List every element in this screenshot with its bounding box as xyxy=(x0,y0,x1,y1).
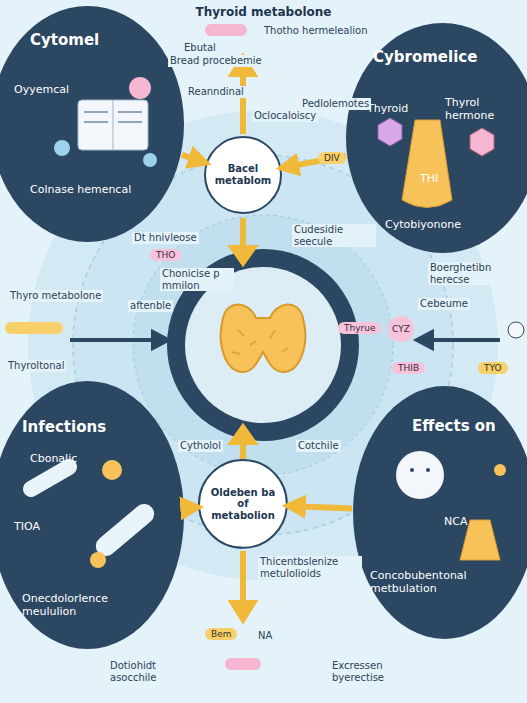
diagram-title: Thyroid metabolone xyxy=(0,5,527,19)
floating-label: Ebutal xyxy=(182,42,218,54)
floating-label: NA xyxy=(256,630,274,642)
blob-text: Concobubentonal metbulation xyxy=(370,569,520,595)
topic-blob: CybromeliceThyroid Thyrol hermoneTHI Cytob… xyxy=(345,22,527,254)
blob-heading: Infections xyxy=(22,418,106,436)
floating-label: aftenble xyxy=(128,300,173,312)
floating-label: Excressen byerectise xyxy=(330,660,438,683)
floating-label: Dotiohidt asocchile xyxy=(108,660,204,683)
blob-text: Thyrol hermone xyxy=(445,96,517,122)
topic-blob: InfectionsCbonalicTIOA Onecdolorlence meu… xyxy=(0,380,185,650)
floating-label: Cudesidie seecule xyxy=(292,224,376,247)
blob-text: Thyroid xyxy=(367,102,408,115)
circle-label: Bacel metablom xyxy=(211,163,275,186)
blob-heading: Cytomel xyxy=(30,31,99,49)
floating-label: Thotho hermelealion xyxy=(262,25,370,37)
tag-label: THO xyxy=(150,249,181,261)
tag-label: CYZ xyxy=(388,316,414,342)
floating-label: Dt hnivleose xyxy=(132,232,199,244)
blob-text: Oyyemcal xyxy=(14,83,69,96)
blob-text: Cytobiyonone xyxy=(385,218,461,231)
tag-label: Bem xyxy=(205,628,237,640)
floating-label: Thicentbslenize metulolioids xyxy=(258,556,362,579)
floating-label: Chonicise p mmilon xyxy=(160,268,234,291)
blob-heading: Effects on xyxy=(412,417,496,435)
flow-arrow xyxy=(288,506,352,509)
floating-label: Oclocaloiscy xyxy=(252,110,318,122)
blob-text: NCA xyxy=(444,515,467,528)
blob-text: Colnase hemencal xyxy=(30,183,140,196)
center-circle: Bacel metablom xyxy=(204,136,282,214)
blob-text: TIOA xyxy=(14,520,40,533)
topic-blob: Effects on NCA Concobubentonal metbulation xyxy=(352,385,527,640)
blob-text: Onecdolorlence meululion xyxy=(22,592,152,618)
floating-label: Thyro metabolone xyxy=(8,290,103,302)
floating-label: Bread procebemie xyxy=(168,55,264,67)
floating-label: Pedlolemotes xyxy=(300,98,371,110)
topic-blob: CytomelOyyemcalColnase hemencal xyxy=(0,5,185,243)
flow-arrow xyxy=(182,155,206,163)
floating-label: Thyroltonal xyxy=(6,360,66,372)
tag-label: THIB xyxy=(392,362,425,374)
flow-arrow xyxy=(185,504,198,511)
blob-text: THI xyxy=(420,172,438,185)
tag-label: TYO xyxy=(478,362,508,374)
tag-label: Thyrue xyxy=(338,322,381,334)
blob-heading: Cybromelice xyxy=(373,48,477,66)
floating-label: Cebeume xyxy=(418,298,470,310)
center-circle: Oldeben ba of metabolion xyxy=(198,459,288,549)
circle-label: Oldeben ba of metabolion xyxy=(207,487,279,522)
tag-label: DIV xyxy=(318,152,346,164)
floating-label: Reanndinal xyxy=(186,86,246,98)
floating-label: Boerghetibn herecse xyxy=(428,262,522,285)
blob-text: Cbonalic xyxy=(30,452,77,465)
floating-label: Cotchile xyxy=(296,440,341,452)
floating-label: Cytholol xyxy=(178,440,223,452)
